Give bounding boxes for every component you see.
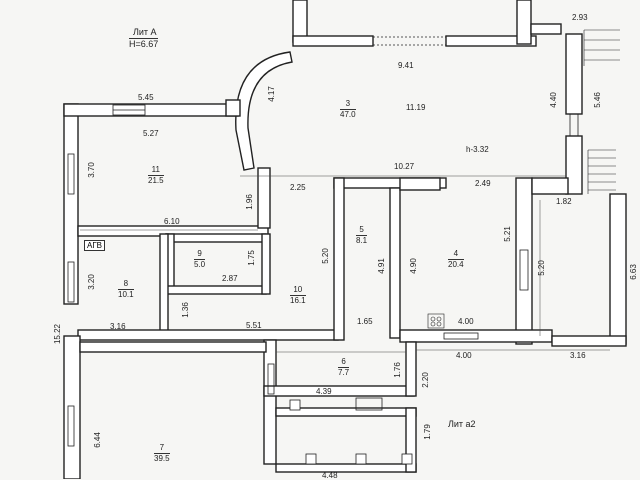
lit-a2-title: Лит а2 [448,419,476,429]
dim: 4.90 [408,258,418,274]
dim: 4.48 [322,471,338,480]
walls [63,0,627,479]
dim: 1.36 [180,302,190,318]
dim: 11.19 [406,103,426,112]
dim: 6.44 [92,432,102,448]
dim: 3.20 [86,274,96,290]
stairs-right [587,149,616,194]
lit-a-height: Н=6.67 [129,38,159,49]
dim: 4.17 [266,86,276,102]
dim: 4.00 [458,317,474,326]
dim: 3.16 [110,322,126,331]
boiler-symbol [427,313,445,329]
dim: 9.41 [398,61,414,70]
dim: 5.51 [246,321,262,330]
dim: 5.20 [320,248,330,264]
dim: 2.49 [475,179,491,188]
dim: 1.96 [244,194,254,210]
stairs-top [583,29,620,66]
dim: 4.39 [316,387,332,396]
dim: 2.87 [222,274,238,283]
dim: 6.10 [164,217,180,226]
dim: 6.63 [628,264,638,280]
dim: 2.93 [572,13,588,22]
dim: 5.45 [138,93,154,102]
agv-label: АГВ [84,240,106,251]
lit-a-title: Лит А [133,27,157,37]
dim: 1.75 [246,250,256,266]
dim: 5.20 [536,260,546,276]
posts [289,399,413,465]
dim: 2.20 [420,372,430,388]
dim: 4.00 [456,351,472,360]
dim: 1.82 [556,197,572,206]
dim: 4.40 [548,92,558,108]
dimension-lines [80,175,610,353]
ceiling-height: h-3.32 [466,145,489,154]
dim: 4.91 [376,258,386,274]
dim: 1.76 [392,362,402,378]
dim: 3.70 [86,162,96,178]
dim: 5.46 [592,92,602,108]
dim: 15.22 [53,323,63,345]
dim: 5.27 [143,129,159,138]
dim: 10.27 [394,162,415,171]
dim: 3.16 [570,351,586,360]
dim: 2.25 [290,183,306,192]
dim: 5.21 [502,226,512,242]
dim: 1.65 [357,317,373,326]
windows [67,36,579,447]
dim: 1.79 [422,424,432,440]
